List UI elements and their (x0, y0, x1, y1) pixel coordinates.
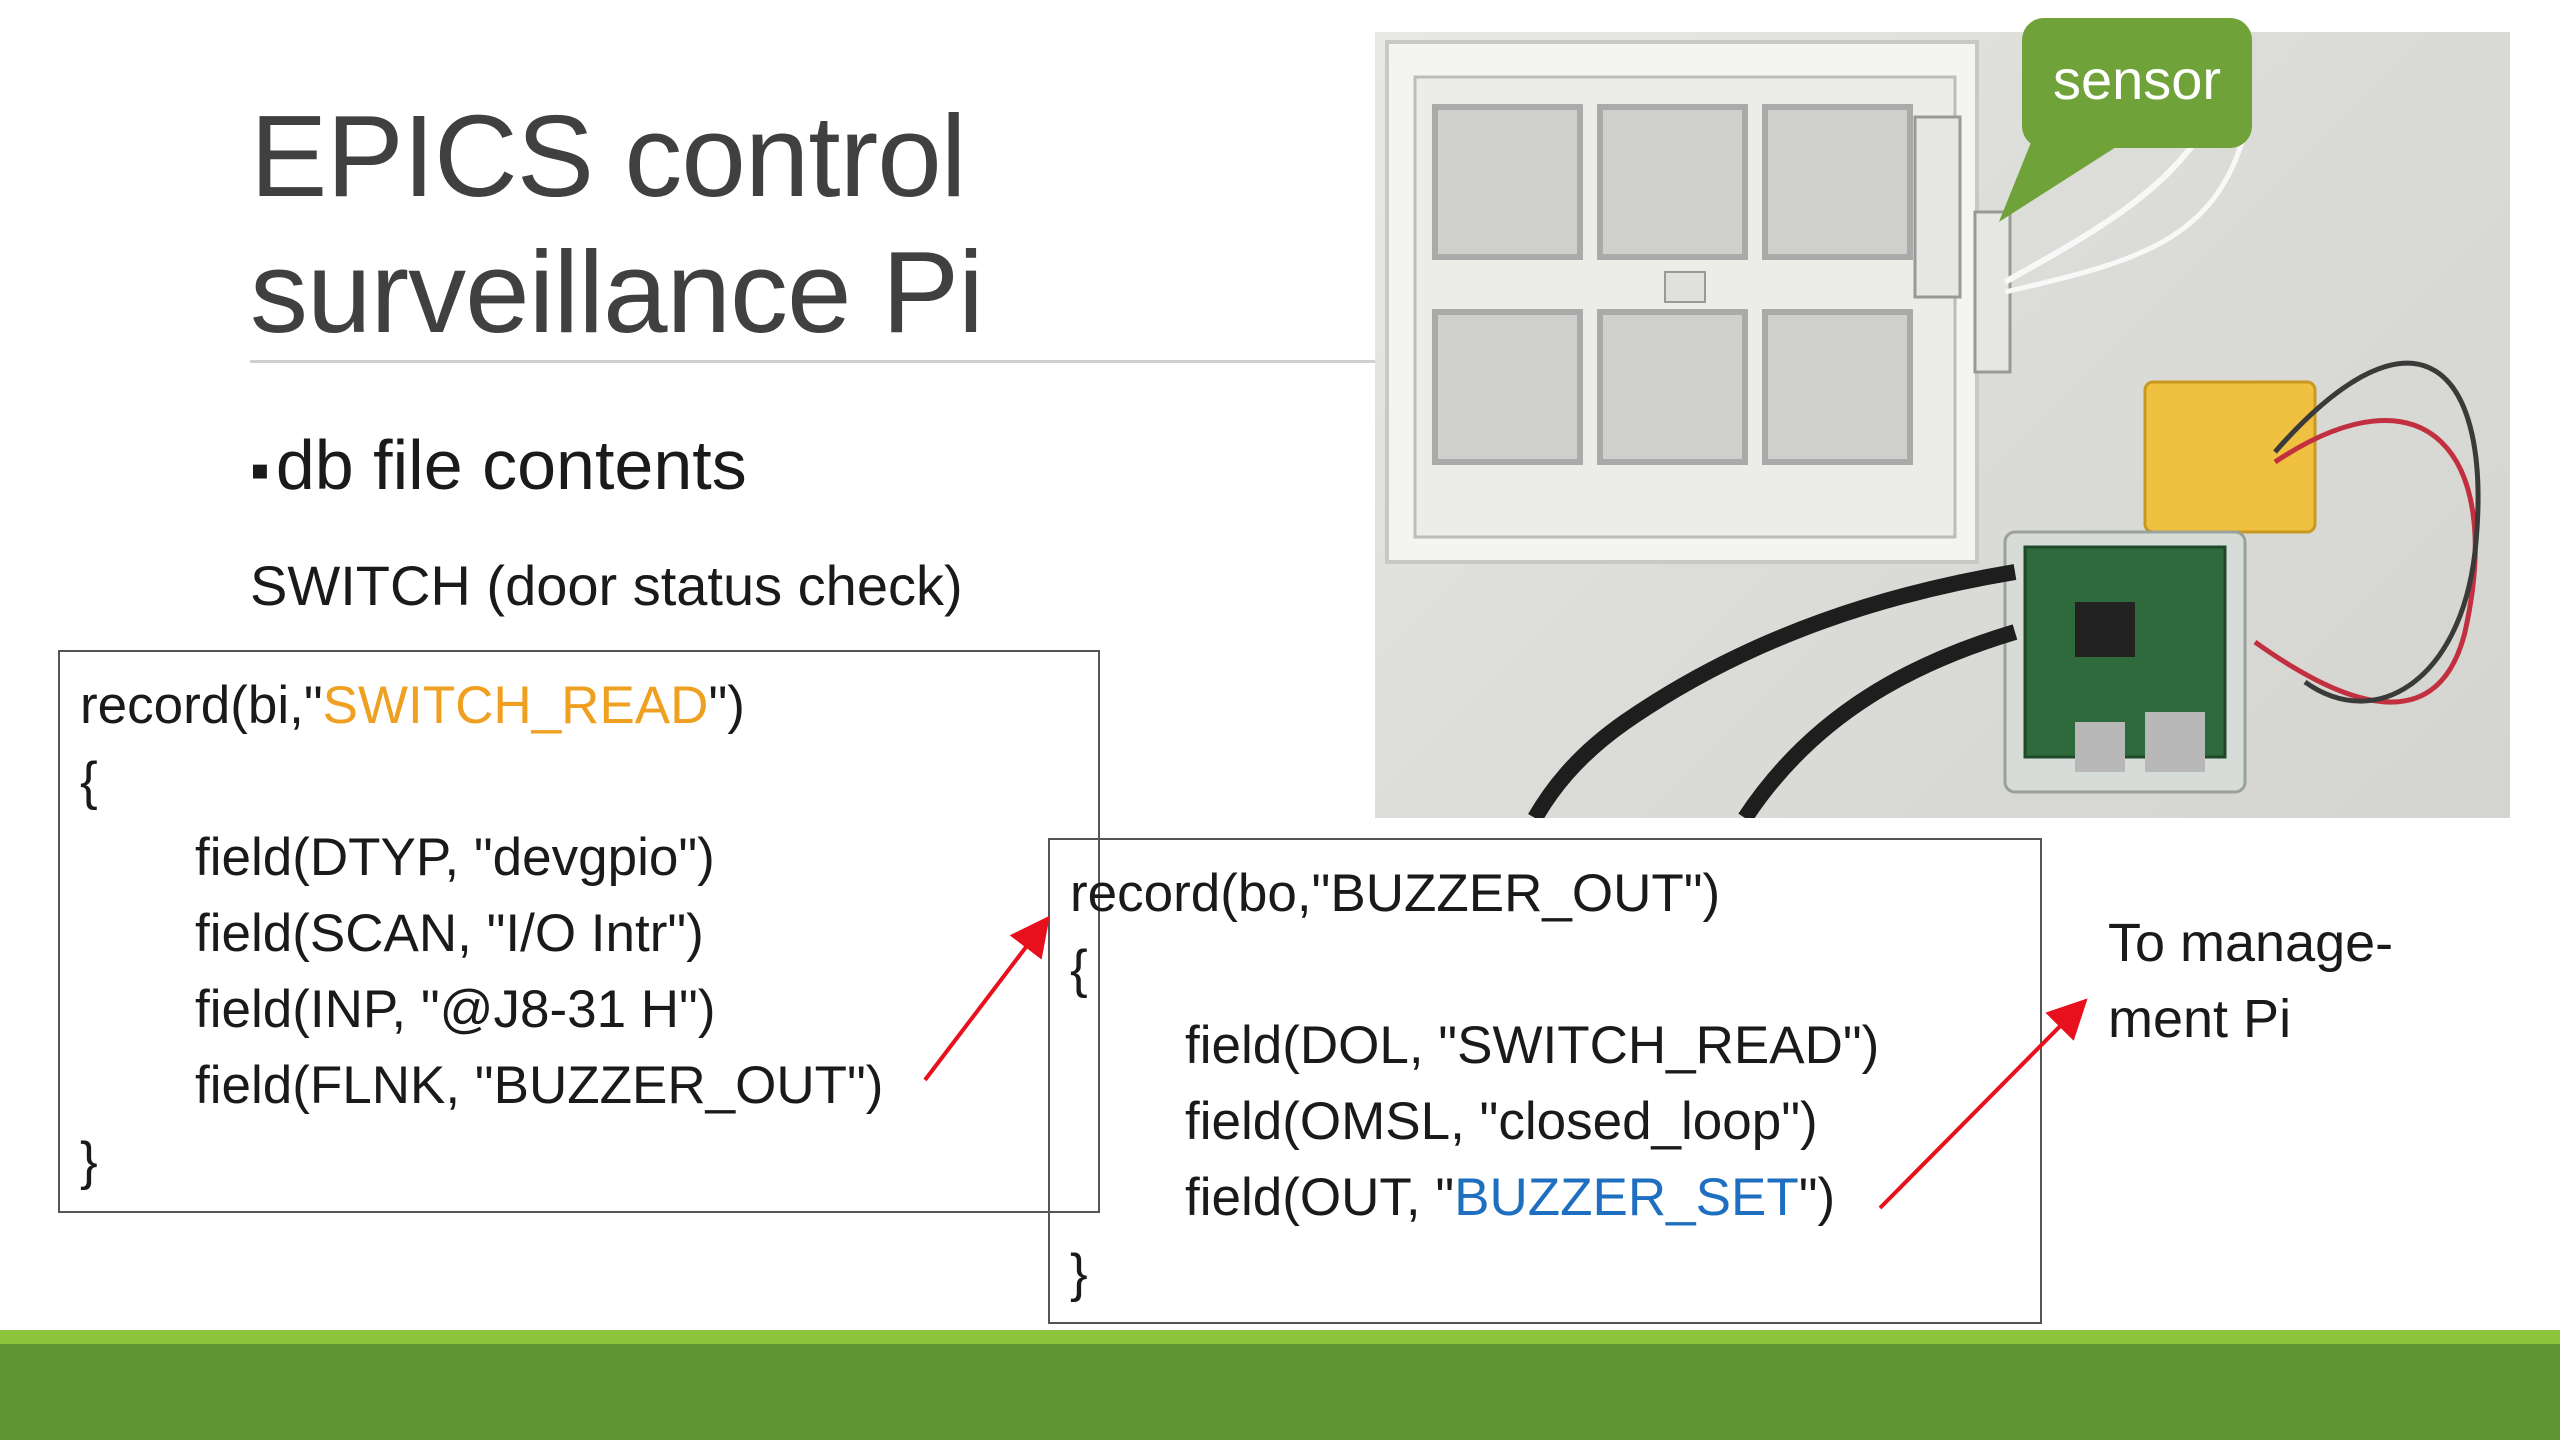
hardware-photo (1375, 32, 2510, 818)
code-line-record-header: record(bo,"BUZZER_OUT") (1070, 864, 1721, 923)
code-field-omsl: field(OMSL, "closed_loop") (1185, 1092, 1818, 1151)
code-close-brace: } (1070, 1244, 1088, 1303)
title-divider (250, 360, 1375, 363)
code-record-suffix: ") (708, 676, 745, 735)
slide-title: EPICS control surveillance Pi (250, 88, 984, 360)
bullet-db-file: ▪db file contents (250, 420, 747, 515)
title-line-2: surveillance Pi (250, 227, 984, 357)
code-field-dtyp: field(DTYP, "devgpio") (195, 828, 715, 887)
code-field-dol: field(DOL, "SWITCH_READ") (1185, 1016, 1880, 1075)
code-record-prefix: record(bi," (80, 676, 323, 735)
management-note-line-2: ment Pi (2108, 989, 2292, 1049)
switch-read-record-box: record(bi,"SWITCH_READ") { field(DTYP, "… (58, 650, 1100, 1213)
code-open-brace: { (1070, 940, 1088, 999)
code-field-inp: field(INP, "@J8-31 H") (195, 980, 716, 1039)
code-field-scan: field(SCAN, "I/O Intr") (195, 904, 704, 963)
buzzer-out-record-box: record(bo,"BUZZER_OUT") { field(DOL, "SW… (1048, 838, 2042, 1324)
code-field-flnk: field(FLNK, "BUZZER_OUT") (195, 1056, 884, 1115)
bullet-text: db file contents (275, 426, 747, 504)
code-close-brace: } (80, 1132, 98, 1191)
bullet-square-icon: ▪ (250, 438, 270, 501)
code-line-record-header: record(bi,"SWITCH_READ") (80, 668, 1098, 744)
footer-accent-stripe (0, 1330, 2560, 1344)
code-field-out: field(OUT, "BUZZER_SET") (1070, 1160, 2040, 1236)
code-out-suffix: ") (1798, 1168, 1836, 1227)
hardware-photo-drawing (1385, 40, 2481, 818)
management-note-line-1: To manage- (2108, 913, 2394, 973)
footer-bar (0, 1344, 2560, 1440)
code-out-prefix: field(OUT, " (1185, 1168, 1455, 1227)
code-open-brace: { (80, 752, 98, 811)
record-name-switch-read: SWITCH_READ (322, 676, 709, 735)
title-line-1: EPICS control (250, 91, 967, 221)
sensor-callout (2022, 18, 2252, 148)
switch-subheading: SWITCH (door status check) (250, 554, 963, 617)
sensor-callout-label: sensor (2052, 48, 2222, 111)
record-name-buzzer-set: BUZZER_SET (1454, 1168, 1799, 1227)
management-pi-note: To manage- ment Pi (2108, 905, 2448, 1057)
